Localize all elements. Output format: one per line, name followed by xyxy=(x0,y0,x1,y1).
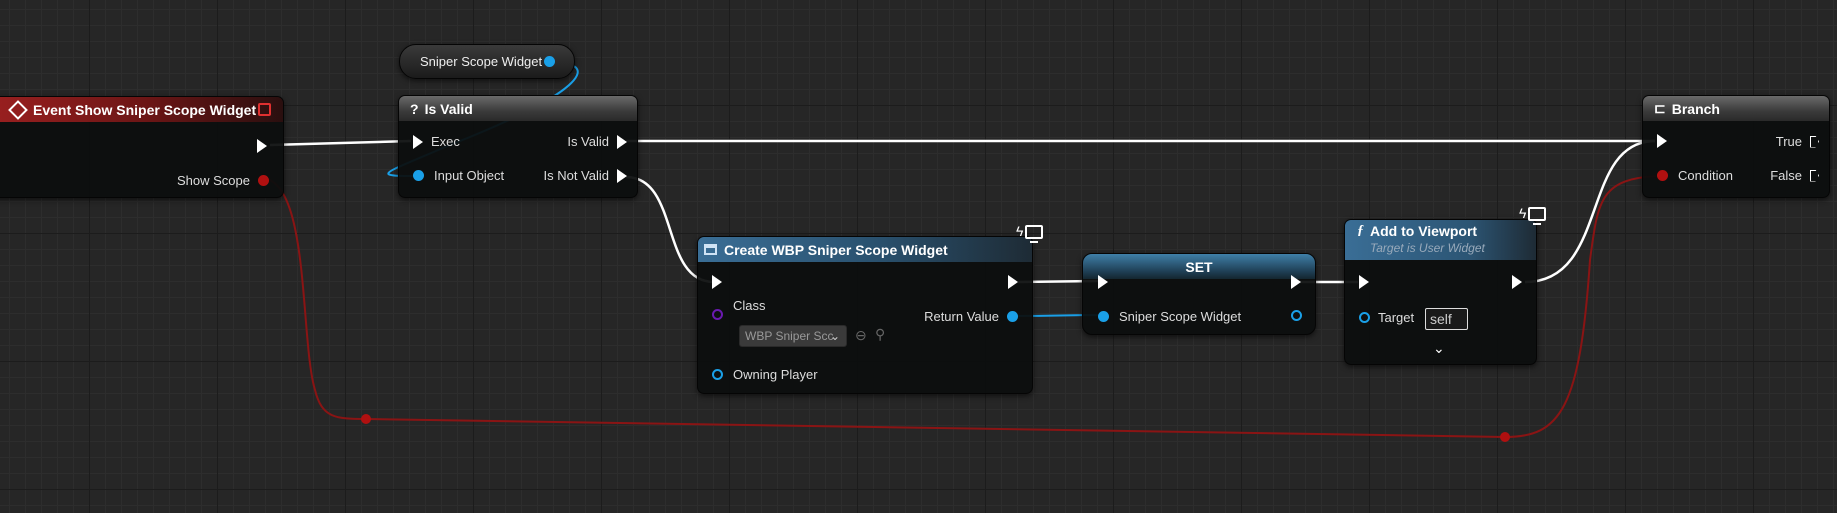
is-not-valid-label: Is Not Valid xyxy=(543,168,609,183)
bool-pin-icon xyxy=(258,175,269,186)
input-object-label: Input Object xyxy=(434,168,505,183)
create-widget-header: Create WBP Sniper Scope Widget xyxy=(698,237,1032,262)
target-value: self xyxy=(1430,311,1452,327)
create-widget-node[interactable]: Create WBP Sniper Scope Widget Class WBP… xyxy=(697,236,1033,394)
exec-pin-icon xyxy=(413,134,423,149)
lightning-icon: ϟ xyxy=(1016,223,1024,239)
lightning-icon: ϟ xyxy=(1519,205,1527,221)
branch-header: ⊏ Branch xyxy=(1643,96,1829,121)
target-pin[interactable]: Target xyxy=(1359,310,1414,325)
is-valid-title: Is Valid xyxy=(424,100,473,117)
branch-icon: ⊏ xyxy=(1654,100,1666,116)
show-scope-label: Show Scope xyxy=(177,173,250,188)
add-viewport-header: ƒ Add to Viewport Target is User Widget xyxy=(1345,220,1536,260)
event-exec-out-pin[interactable] xyxy=(257,139,267,153)
branch-false-pin[interactable]: False xyxy=(1770,168,1819,183)
false-label: False xyxy=(1770,168,1802,183)
exec-in-label: Exec xyxy=(431,134,460,149)
event-diamond-icon xyxy=(8,99,28,120)
add-to-viewport-node[interactable]: ƒ Add to Viewport Target is User Widget … xyxy=(1344,219,1537,365)
branch-exec-in[interactable] xyxy=(1657,134,1667,148)
true-label: True xyxy=(1775,134,1802,149)
exec-pin-hollow-icon xyxy=(1810,169,1819,182)
object-pin-icon xyxy=(1007,311,1018,322)
create-widget-class-pin[interactable]: Class xyxy=(712,298,766,322)
set-node[interactable]: SET Sniper Scope Widget xyxy=(1082,253,1316,335)
monitor-icon xyxy=(1025,225,1043,243)
getter-output-pin[interactable] xyxy=(544,56,555,67)
condition-label: Condition xyxy=(1678,168,1733,183)
create-widget-exec-out[interactable] xyxy=(1008,275,1018,289)
set-value-pin[interactable]: Sniper Scope Widget xyxy=(1098,309,1241,324)
event-node-header: Event Show Sniper Scope Widget xyxy=(0,97,283,122)
class-label: Class xyxy=(733,298,766,313)
class-pin-icon xyxy=(712,309,723,320)
object-pin-icon xyxy=(1359,312,1370,323)
object-pin-icon xyxy=(1098,311,1109,322)
search-icon[interactable]: ⚲ xyxy=(875,326,886,342)
class-dropdown-value: WBP Sniper Scc xyxy=(745,329,834,343)
widget-icon xyxy=(704,244,717,255)
set-title: SET xyxy=(1185,258,1213,275)
return-value-label: Return Value xyxy=(924,309,999,324)
event-node-title: Event Show Sniper Scope Widget xyxy=(33,101,257,118)
object-pin-icon xyxy=(413,170,424,181)
event-show-scope-pin[interactable]: Show Scope xyxy=(177,173,269,188)
is-valid-header: ? Is Valid xyxy=(399,96,637,121)
target-input[interactable]: self xyxy=(1425,308,1468,330)
event-node[interactable]: Event Show Sniper Scope Widget Show Scop… xyxy=(0,96,284,198)
is-valid-node[interactable]: ? Is Valid Exec Input Object Is Valid Is… xyxy=(398,95,638,198)
target-label: Target xyxy=(1378,310,1415,325)
set-output-pin[interactable] xyxy=(1291,310,1302,321)
set-pin-label: Sniper Scope Widget xyxy=(1119,309,1242,324)
exec-pin-icon xyxy=(617,134,627,149)
getter-label: Sniper Scope Widget xyxy=(420,54,543,69)
create-widget-exec-in[interactable] xyxy=(712,275,722,289)
create-widget-title: Create WBP Sniper Scope Widget xyxy=(724,241,948,258)
owning-player-label: Owning Player xyxy=(733,367,818,382)
exec-pin-icon xyxy=(617,168,627,183)
expand-chevron-icon[interactable]: ⌄ xyxy=(1433,340,1445,356)
branch-condition-pin[interactable]: Condition xyxy=(1657,168,1733,183)
is-valid-input-object[interactable]: Input Object xyxy=(413,168,504,183)
exec-pin-hollow-icon xyxy=(1810,135,1819,148)
add-viewport-subtitle: Target is User Widget xyxy=(1370,241,1485,255)
add-viewport-title: Add to Viewport xyxy=(1370,223,1478,239)
owning-player-pin[interactable]: Owning Player xyxy=(712,367,818,382)
is-valid-out-label: Is Valid xyxy=(567,134,609,149)
is-valid-out-valid[interactable]: Is Valid xyxy=(567,134,627,149)
chevron-down-icon: ⌄ xyxy=(829,329,840,343)
browse-back-icon[interactable]: ⊖ xyxy=(855,327,867,343)
function-icon: ƒ xyxy=(1357,223,1364,238)
monitor-icon xyxy=(1528,207,1546,225)
set-exec-in[interactable] xyxy=(1098,275,1108,289)
branch-true-pin[interactable]: True xyxy=(1776,134,1819,149)
variable-getter-node[interactable]: Sniper Scope Widget xyxy=(399,44,575,79)
branch-node[interactable]: ⊏ Branch Condition True False xyxy=(1642,95,1830,198)
bool-pin-icon xyxy=(1657,170,1668,181)
class-dropdown[interactable]: WBP Sniper Scc ⌄ xyxy=(739,325,847,347)
is-valid-out-invalid[interactable]: Is Not Valid xyxy=(543,168,627,183)
branch-title: Branch xyxy=(1671,100,1720,117)
set-exec-out[interactable] xyxy=(1291,275,1301,289)
question-icon: ? xyxy=(410,100,419,117)
event-delegate-icon[interactable] xyxy=(258,103,271,116)
viewport-exec-out[interactable] xyxy=(1512,275,1522,289)
viewport-exec-in[interactable] xyxy=(1359,275,1369,289)
object-pin-icon xyxy=(712,369,723,380)
return-value-pin[interactable]: Return Value xyxy=(924,309,1018,324)
is-valid-exec-in[interactable]: Exec xyxy=(413,134,460,149)
set-header: SET xyxy=(1083,254,1315,279)
